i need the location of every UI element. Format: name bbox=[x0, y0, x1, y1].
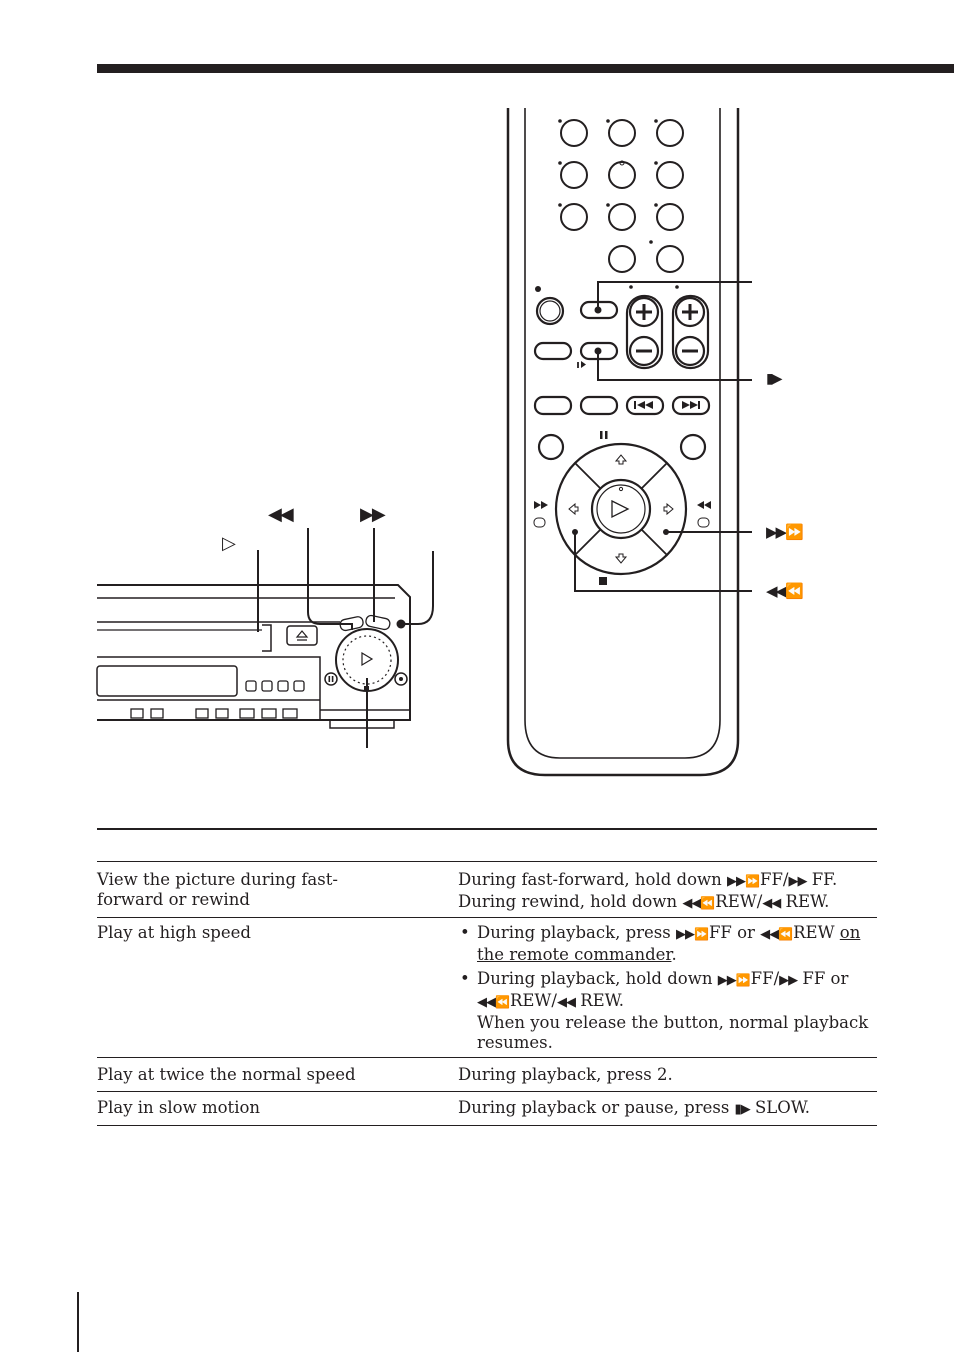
instruction-cell: During playback, press 2. bbox=[458, 1058, 877, 1092]
jog-play-mark bbox=[611, 499, 630, 519]
eject-button bbox=[286, 625, 318, 646]
text-segment: During playback, press bbox=[477, 923, 676, 942]
button-symbol: ▮▶ bbox=[734, 1102, 751, 1117]
button-symbol: ▶▶ bbox=[779, 973, 798, 988]
remote-body bbox=[506, 108, 740, 777]
remote-commander bbox=[506, 108, 752, 777]
vcr-ff-label: ▶▶ bbox=[360, 504, 386, 525]
button-symbol: ⏩ bbox=[735, 973, 751, 987]
text-segment: When you release the button, normal play… bbox=[477, 1013, 869, 1052]
text-segment: FF/ bbox=[750, 969, 780, 988]
button-symbol: ⏩ bbox=[693, 927, 709, 941]
operation-cell: Play in slow motion bbox=[97, 1098, 261, 1117]
button-symbol: ◀◀ bbox=[556, 995, 576, 1010]
text-segment: REW. bbox=[780, 892, 830, 911]
jog-ring-inner bbox=[590, 478, 652, 540]
button-symbol: ◀◀ bbox=[682, 896, 701, 911]
operation-cell: Play at twice the normal speed bbox=[97, 1065, 356, 1084]
bullet-item: •During playback, hold down ▶▶⏩FF/▶▶ FF … bbox=[458, 969, 877, 1053]
vcr-rew-label: ◀◀ bbox=[268, 504, 294, 525]
rocker-key-left bbox=[625, 294, 664, 370]
remote-pill-button bbox=[533, 341, 573, 361]
instruction-cell: During playback or pause, press ▮▶ SLOW. bbox=[458, 1092, 877, 1126]
text-segment: SLOW. bbox=[749, 1098, 811, 1117]
bullet-item: •During playback, press ▶▶⏩FF or ◀◀⏪REW … bbox=[458, 923, 877, 965]
text-segment: During fast-forward, hold down bbox=[458, 870, 728, 889]
button-symbol: ⏩ bbox=[745, 874, 760, 888]
remote-rew-label: ◀◀⏪ bbox=[766, 582, 804, 600]
table-row: Play at twice the normal speed During pla… bbox=[97, 1057, 877, 1092]
jog-ring-outer bbox=[554, 442, 688, 576]
button-symbol: ⏪ bbox=[700, 896, 716, 910]
text-segment: FF or bbox=[708, 923, 761, 942]
instruction-cell: During fast-forward, hold down ▶▶⏩FF/▶▶ … bbox=[458, 862, 877, 918]
remote-round-button bbox=[535, 296, 565, 326]
operations-table: View the picture during fast-forward or … bbox=[97, 861, 877, 1126]
table-row: Play in slow motion During playback or pa… bbox=[97, 1091, 877, 1126]
underlined-text: on the remote commander bbox=[477, 923, 861, 964]
slot-indicator bbox=[262, 624, 272, 652]
button-symbol: ▶▶ bbox=[675, 927, 695, 942]
button-symbol: ▶▶ bbox=[717, 973, 737, 988]
button-symbol: ⏪ bbox=[495, 995, 510, 1009]
button-symbol: ▶▶ bbox=[788, 874, 807, 889]
button-symbol: ◀◀ bbox=[477, 995, 496, 1010]
instruction-cell: •During playback, press ▶▶⏩FF or ◀◀⏪REW … bbox=[458, 918, 877, 1058]
button-symbol: ▶▶ bbox=[727, 874, 746, 889]
text-segment: REW bbox=[793, 923, 840, 942]
text-segment: REW/ bbox=[715, 892, 763, 911]
illustration bbox=[96, 108, 752, 777]
bullet-mark: • bbox=[460, 969, 470, 988]
text-segment: During playback, hold down bbox=[477, 969, 718, 988]
text-segment: REW. bbox=[574, 991, 624, 1010]
vcr-front-panel bbox=[96, 528, 434, 748]
remote-ff-label: ▶▶⏩ bbox=[766, 523, 804, 541]
table-row: View the picture during fast-forward or … bbox=[97, 861, 877, 918]
button-symbol: ◀◀ bbox=[760, 927, 779, 942]
text-segment: During playback or pause, press bbox=[458, 1098, 735, 1117]
top-rule bbox=[97, 64, 954, 73]
left-margin-line bbox=[77, 1292, 79, 1352]
button-symbol: ⏪ bbox=[778, 927, 794, 941]
remote-slow-label: ▮▶ bbox=[766, 371, 783, 387]
remote-inner-edge bbox=[524, 108, 721, 759]
text-segment: FF/ bbox=[760, 870, 789, 889]
vcr-play-label: ▷ bbox=[222, 533, 236, 554]
text-segment: FF. During rewind, hold down bbox=[458, 870, 838, 911]
text-segment: REW/ bbox=[509, 991, 557, 1010]
text-segment: . bbox=[671, 945, 677, 964]
bullet-mark: • bbox=[460, 923, 470, 942]
table-row: Play at high speed • During playback, pres… bbox=[97, 917, 877, 1058]
operation-cell: Play at high speed bbox=[97, 923, 251, 942]
operation-cell: View the picture during fast-forward or … bbox=[97, 870, 338, 909]
text-segment: During playback, press 2. bbox=[458, 1065, 673, 1084]
rocker-key-right bbox=[671, 294, 710, 370]
table-top-rule bbox=[97, 828, 877, 830]
number-keys bbox=[560, 119, 684, 273]
text-segment: FF or bbox=[797, 969, 849, 988]
button-symbol: ◀◀ bbox=[762, 896, 781, 911]
